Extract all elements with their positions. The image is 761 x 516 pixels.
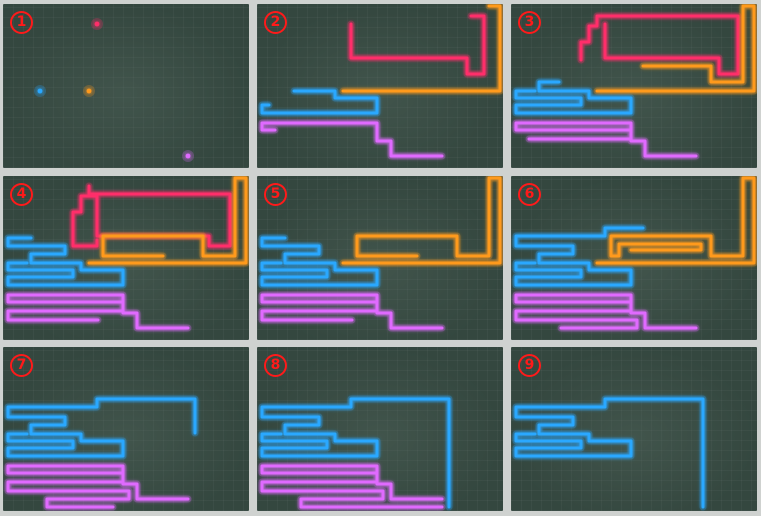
step-number-badge: 6 <box>518 183 541 206</box>
step-number-badge: 1 <box>10 11 33 34</box>
pink-path <box>579 14 740 76</box>
blue-path <box>6 236 125 287</box>
violet-path <box>514 121 698 158</box>
orange-path <box>341 4 502 93</box>
violet-path <box>260 121 444 158</box>
step-panel-7: 7 <box>3 347 249 511</box>
step-panel-1: 1 <box>3 4 249 168</box>
orange-path <box>87 176 248 265</box>
violet-path <box>260 464 444 509</box>
step-panel-9: 9 <box>511 347 757 511</box>
violet-path <box>6 293 190 330</box>
blue-path-glow <box>512 395 707 511</box>
pink-start-dot <box>94 21 100 27</box>
pink-path-glow <box>347 12 488 78</box>
violet-start-dot <box>185 153 191 159</box>
step-panel-8: 8 <box>257 347 503 511</box>
orange-path <box>595 4 756 93</box>
step-canvas <box>512 176 757 332</box>
blue-path <box>514 397 705 509</box>
pink-path <box>349 14 486 76</box>
step-canvas <box>512 4 757 160</box>
violet-path <box>260 293 444 330</box>
step-number-badge: 3 <box>518 11 541 34</box>
orange-start-dot <box>86 88 92 94</box>
blue-path <box>260 89 379 115</box>
step-canvas <box>4 176 249 332</box>
step-panel-2: 2 <box>257 4 503 168</box>
step-panel-4: 4 <box>3 176 249 340</box>
orange-path <box>341 176 502 265</box>
step-canvas <box>4 395 199 511</box>
step-canvas <box>258 395 453 511</box>
step-panel-5: 5 <box>257 176 503 340</box>
step-number-badge: 8 <box>264 354 287 377</box>
violet-path <box>6 464 190 509</box>
step-canvas <box>258 176 503 332</box>
violet-path-glow <box>258 119 446 160</box>
violet-path <box>514 293 698 330</box>
blue-path <box>260 236 379 287</box>
step-number-badge: 2 <box>264 11 287 34</box>
orange-path-glow <box>339 176 503 267</box>
step-number-badge: 5 <box>264 183 287 206</box>
blue-path <box>260 397 451 509</box>
blue-path <box>6 397 197 458</box>
step-panel-3: 3 <box>511 4 757 168</box>
step-number-badge: 7 <box>10 354 33 377</box>
step-canvas <box>512 395 707 511</box>
pink-path <box>71 184 232 248</box>
step-canvas <box>34 18 194 162</box>
step-number-badge: 9 <box>518 354 541 377</box>
blue-path <box>514 80 633 115</box>
step-number-badge: 4 <box>10 183 33 206</box>
step-canvas <box>258 4 503 160</box>
blue-start-dot <box>37 88 43 94</box>
blue-path <box>514 226 645 287</box>
orange-path <box>595 176 756 265</box>
step-panel-6: 6 <box>511 176 757 340</box>
